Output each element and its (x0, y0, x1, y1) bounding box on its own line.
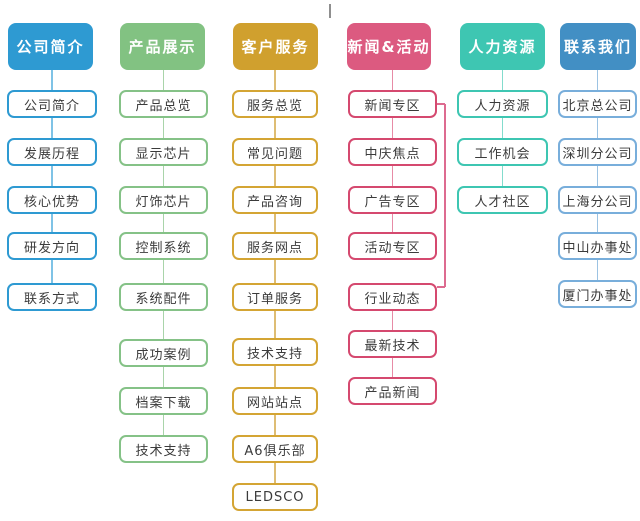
connector-line (391, 311, 394, 330)
connector-line (444, 104, 446, 287)
connector-line (274, 166, 276, 186)
sitemap-node-contact-us-0[interactable]: 北京总公司 (558, 90, 637, 118)
connector-line (162, 166, 165, 186)
sitemap-node-customer-service-6[interactable]: 网站站点 (232, 387, 318, 415)
connector-line (596, 166, 599, 186)
connector-line (274, 118, 276, 138)
connector-line (391, 166, 394, 186)
connector-line (51, 118, 53, 138)
connector-line (162, 415, 165, 435)
section-header-products[interactable]: 产品展示 (120, 23, 205, 70)
connector-line (274, 463, 276, 483)
sitemap-node-products-4[interactable]: 系统配件 (119, 283, 208, 311)
section-header-company-profile[interactable]: 公司简介 (8, 23, 93, 70)
sitemap-node-news-events-1[interactable]: 中庆焦点 (348, 138, 437, 166)
connector-line (391, 358, 394, 377)
connector-line (596, 214, 599, 232)
sitemap-node-contact-us-2[interactable]: 上海分公司 (558, 186, 637, 214)
sitemap-node-contact-us-3[interactable]: 中山办事处 (558, 232, 637, 260)
connector-line (501, 70, 504, 90)
sitemap-node-contact-us-1[interactable]: 深圳分公司 (558, 138, 637, 166)
connector-line (274, 415, 276, 435)
sitemap-node-customer-service-2[interactable]: 产品咨询 (232, 186, 318, 214)
sitemap-node-human-resources-0[interactable]: 人力资源 (457, 90, 548, 118)
sitemap-node-news-events-0[interactable]: 新闻专区 (348, 90, 437, 118)
cursor-tick-mark (329, 4, 331, 18)
connector-line (391, 118, 394, 138)
connector-line (437, 103, 445, 105)
sitemap-node-products-5[interactable]: 成功案例 (119, 339, 208, 367)
sitemap-node-company-profile-0[interactable]: 公司简介 (7, 90, 97, 118)
sitemap-node-customer-service-7[interactable]: A6俱乐部 (232, 435, 318, 463)
connector-line (596, 118, 599, 138)
connector-line (274, 214, 276, 232)
sitemap-node-products-7[interactable]: 技术支持 (119, 435, 208, 463)
connector-line (51, 70, 53, 90)
sitemap-node-news-events-3[interactable]: 活动专区 (348, 232, 437, 260)
sitemap-node-company-profile-3[interactable]: 研发方向 (7, 232, 97, 260)
connector-line (274, 70, 276, 90)
connector-line (162, 214, 165, 232)
connector-line (162, 311, 165, 339)
sitemap-node-products-2[interactable]: 灯饰芯片 (119, 186, 208, 214)
sitemap-node-products-6[interactable]: 档案下载 (119, 387, 208, 415)
sitemap-node-customer-service-8[interactable]: LEDSCO (232, 483, 318, 511)
connector-line (162, 367, 165, 387)
connector-line (596, 70, 599, 90)
sitemap-node-customer-service-0[interactable]: 服务总览 (232, 90, 318, 118)
sitemap-node-customer-service-4[interactable]: 订单服务 (232, 283, 318, 311)
sitemap-node-customer-service-3[interactable]: 服务网点 (232, 232, 318, 260)
connector-line (501, 166, 504, 186)
sitemap-node-news-events-6[interactable]: 产品新闻 (348, 377, 437, 405)
connector-line (596, 260, 599, 280)
section-header-customer-service[interactable]: 客户服务 (233, 23, 318, 70)
connector-line (274, 260, 276, 283)
connector-line (51, 166, 53, 186)
section-header-news-events[interactable]: 新闻&活动 (347, 23, 431, 70)
sitemap-node-customer-service-5[interactable]: 技术支持 (232, 338, 318, 366)
sitemap-node-contact-us-4[interactable]: 厦门办事处 (558, 280, 637, 308)
sitemap-node-human-resources-2[interactable]: 人才社区 (457, 186, 548, 214)
connector-line (162, 70, 165, 90)
sitemap-node-products-3[interactable]: 控制系统 (119, 232, 208, 260)
connector-line (274, 366, 276, 387)
sitemap-node-company-profile-1[interactable]: 发展历程 (7, 138, 97, 166)
connector-line (437, 286, 445, 288)
connector-line (274, 311, 276, 338)
sitemap-node-human-resources-1[interactable]: 工作机会 (457, 138, 548, 166)
connector-line (162, 118, 165, 138)
connector-line (391, 214, 394, 232)
sitemap-node-company-profile-4[interactable]: 联系方式 (7, 283, 97, 311)
connector-line (51, 214, 53, 232)
sitemap-node-news-events-5[interactable]: 最新技术 (348, 330, 437, 358)
sitemap-node-news-events-4[interactable]: 行业动态 (348, 283, 437, 311)
sitemap-node-news-events-2[interactable]: 广告专区 (348, 186, 437, 214)
section-header-human-resources[interactable]: 人力资源 (460, 23, 545, 70)
connector-line (391, 70, 394, 90)
connector-line (162, 260, 165, 283)
sitemap-node-customer-service-1[interactable]: 常见问题 (232, 138, 318, 166)
connector-line (51, 260, 53, 283)
section-header-contact-us[interactable]: 联系我们 (560, 23, 636, 70)
sitemap-node-products-1[interactable]: 显示芯片 (119, 138, 208, 166)
sitemap-node-company-profile-2[interactable]: 核心优势 (7, 186, 97, 214)
sitemap-node-products-0[interactable]: 产品总览 (119, 90, 208, 118)
connector-line (501, 118, 504, 138)
